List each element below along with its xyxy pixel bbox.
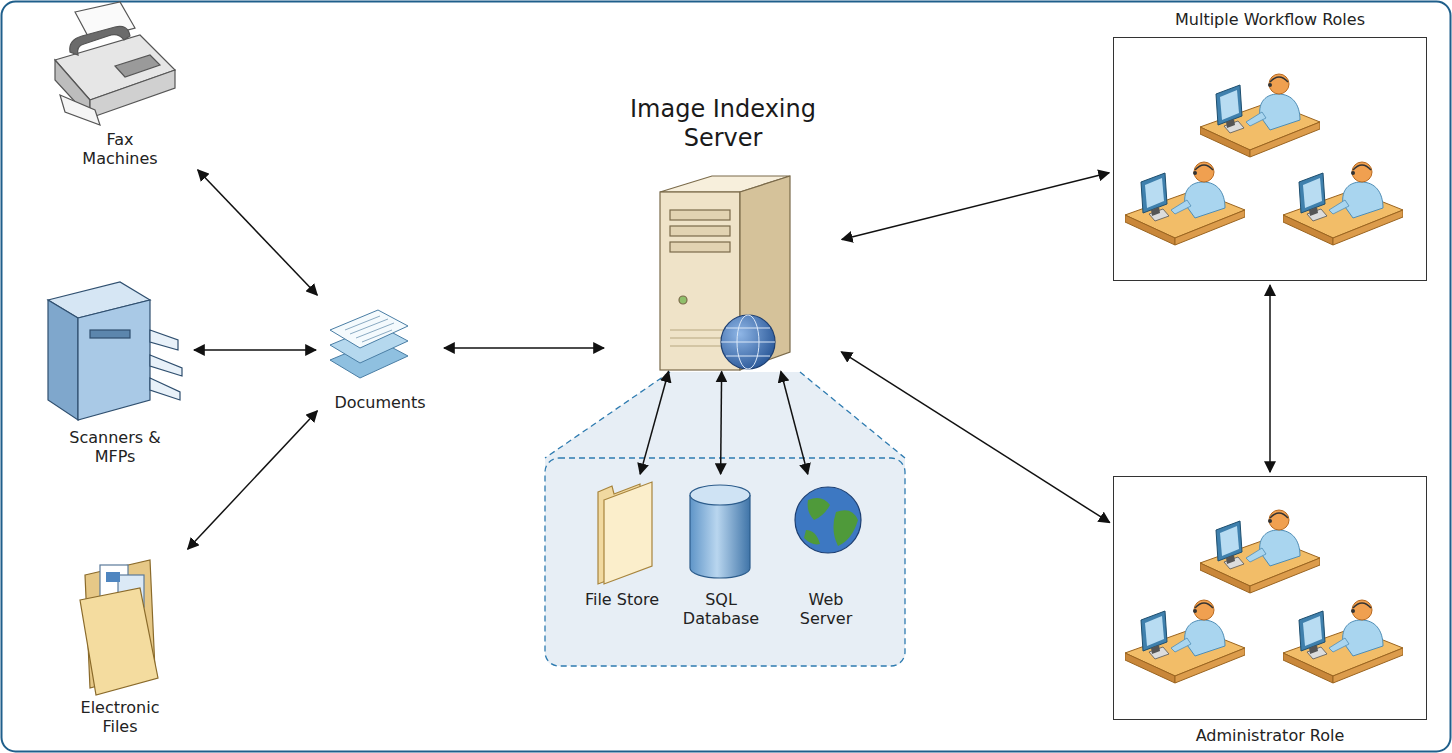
role-group: Administrator Role (1113, 476, 1427, 745)
connector-arrow (198, 170, 317, 295)
connector-arrow (842, 173, 1109, 240)
node-label: Electronic Files (63, 698, 177, 736)
server-title: Image Indexing Server (611, 95, 835, 153)
connector-arrow (188, 411, 318, 549)
icon-node: Web Server (778, 478, 874, 628)
connector-arrow (194, 349, 316, 351)
fax-icon (55, 2, 175, 125)
node-label: Scanners & MFPs (66, 428, 165, 466)
role-box (1113, 37, 1427, 281)
node-label: File Store (583, 590, 661, 609)
icon-space (718, 153, 728, 368)
role-group: Multiple Workflow Roles (1113, 10, 1427, 281)
node-label: Documents (332, 393, 427, 412)
icon-node: Fax Machines (45, 0, 195, 168)
connector-arrow (720, 372, 722, 474)
icon-node: Documents (320, 295, 440, 412)
file-store-icon (598, 482, 652, 584)
connector-arrow (781, 371, 808, 474)
icon-space (821, 478, 831, 590)
administrator-workers (1125, 510, 1403, 683)
icon-node: Image Indexing Server (608, 95, 838, 368)
server-icon (660, 176, 790, 370)
icon-space (115, 552, 125, 698)
icon-node: File Store (577, 478, 667, 609)
workflow-workers (1125, 74, 1403, 245)
web-globe-icon (795, 487, 861, 553)
connector-arrow (444, 347, 604, 349)
icon-node: Electronic Files (55, 552, 185, 736)
icon-node: Scanners & MFPs (40, 278, 190, 466)
server-detail-panel (545, 372, 905, 666)
node-label: Web Server (778, 590, 874, 628)
icon-space (617, 478, 627, 590)
icon-node: SQL Database (675, 478, 767, 628)
database-icon (690, 485, 750, 578)
node-label: Administrator Role (1194, 726, 1347, 745)
icon-space (115, 0, 125, 130)
icon-space (716, 478, 726, 590)
connector-arrow (640, 371, 668, 474)
node-label: SQL Database (675, 590, 767, 628)
documents-icon (330, 310, 408, 378)
node-label: Fax Machines (68, 130, 172, 168)
role-box (1113, 476, 1427, 720)
node-label: Multiple Workflow Roles (1173, 10, 1367, 29)
connector-arrow (841, 352, 1109, 523)
connector-arrow (1269, 285, 1271, 472)
electronic-files-icon (80, 560, 158, 695)
server-globe (721, 315, 775, 369)
icon-space (375, 295, 385, 393)
icon-space (110, 278, 120, 428)
scanner-icon (48, 282, 182, 420)
